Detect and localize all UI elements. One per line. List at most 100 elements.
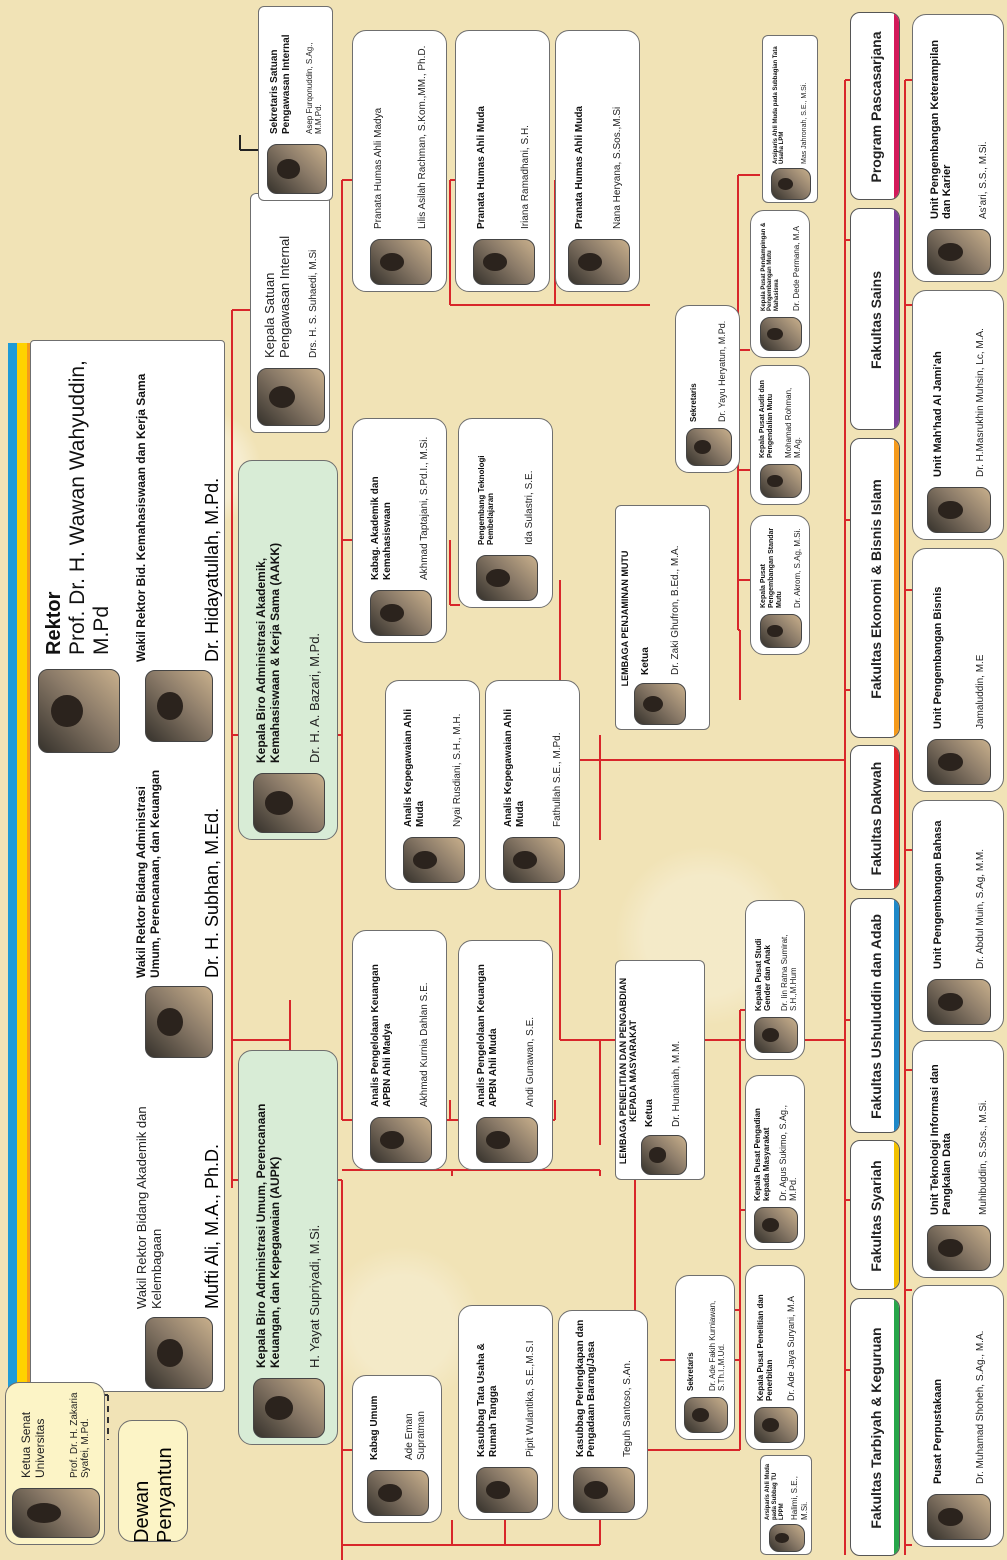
lpm-sek-card: Sekretaris Dr. Yayu Heryatun, M.Pd. [675,305,740,473]
faculty-febi: Fakultas Ekonomi & Bisnis Islam [850,438,900,738]
wakil-3-name: Dr. Hidayatullah, M.Pd. [202,477,223,662]
unit-card: Unit Pengembangan Keterampilan dan Karie… [912,14,1004,282]
faculty-sains-label: Fakultas Sains [868,270,884,370]
kabag-umum-name: Ade Eman Supratman [404,1411,427,1460]
wakil-1-name: Mufti Ali, M.A., Ph.D. [202,1143,223,1309]
ptp-title: Pengembang Teknologi Pembelajaran [477,455,496,545]
lpm-sek-title: Sekretaris [689,383,699,422]
unit-photo [927,979,991,1025]
humas-3-photo [567,239,630,285]
kabag-akademik-name: Akhmad Taptajani, S.Pd.I., M.Si. [419,436,431,580]
humas-2-photo [472,239,535,285]
humas-2-card: Pranata Humas Ahli Muda Iriana Ramadhani,… [455,30,550,292]
lppm-ketua-title: Ketua [644,1099,656,1127]
spi-name: Drs. H. S. Suhaedi, M.Si [307,249,319,358]
unit-card: Unit Pengembangan Bahasa Dr. Abdul Muin, … [912,800,1004,1032]
apbn-madya-card: Analis Pengelolaan Keuangan APBN Ahli Ma… [352,930,447,1170]
lpm-p1-name: Dr. Akrom, S.Ag, M.Si. [793,528,803,608]
rektor-title: Rektor [43,591,66,655]
spi-photo [257,368,325,426]
kabag-umum-photo [367,1470,429,1516]
spi-sek-box: Sekretaris Satuan Pengawasan Internal As… [258,6,333,201]
unit-photo [927,487,991,533]
lpm-ketua-name: Dr. Zaki Ghufron, B.Ed., M.A. [669,545,681,676]
lpm-ketua-photo [634,683,687,725]
analis-kep-1-photo [402,837,465,883]
lpm-ketua-title: Ketua [639,647,651,675]
faculty-ushuluddin: Fakultas Ushuluddin dan Adab [850,898,900,1133]
senat-name: Prof. Dr. H. Zakaria Syafei, M.Pd. [68,1392,92,1478]
unit-photo [927,1225,991,1271]
faculty-tarbiyah: Fakultas Tarbiyah & Keguruan [850,1298,900,1556]
humas-2-title: Pranata Humas Ahli Muda [476,106,487,229]
faculty-ushuluddin-label: Fakultas Ushuluddin dan Adab [868,914,884,1119]
lpm-p2-card: Kepala Pusat Audit dan Pengendalian Mutu… [750,365,810,505]
lppm-box: LEMBAGA PENELITIAN DAN PENGABDIAN KEPADA… [615,960,705,1180]
wakil-1-photo [145,1317,214,1389]
lppm-sek-photo [684,1397,728,1433]
dewan-box: Dewan Penyantun [118,1420,188,1542]
lppm-p3-title: Kepala Pusat Studi Gender dan Anak [753,938,772,1011]
kasubbag-pbj-title: Kasubbag Perlengkapan dan Pengadaan Bara… [574,1319,598,1457]
rektor-name: Prof. Dr. H. Wawan Wahyuddin, M.Pd [66,360,114,655]
analis-kep-1-name: Nyai Rusdiani, S.H., M.H. [452,713,464,827]
lppm-p2-title: Kepala Pusat Pengadian kepada Masyarakat [753,1108,772,1201]
spi-sek-photo [266,144,327,194]
unit-photo [927,739,991,785]
aupk-photo [253,1378,325,1438]
aakk-name: Dr. H. A. Bazari, M.Pd. [306,632,322,763]
ptp-name: Ida Sulastri, S.E. [524,470,536,545]
apbn-muda-photo [475,1117,538,1163]
unit-title: Unit Pengembangan Bisnis [931,586,944,729]
faculty-dakwah-label: Fakultas Dakwah [868,761,884,876]
lpm-p1-photo [760,614,802,648]
lpm-p3-name: Dr. Dede Permana, M.A [792,226,802,311]
lppm-tu-title: Arsiparis Ahli Muda pada Subbag TU LPPM [765,1463,786,1520]
humas-1-name: Lilis Asilah Rachman, S.Kom.,MM., Ph.D. [416,45,428,229]
unit-title: Unit Pengembangan Bahasa [931,820,944,969]
lpm-sek-name: Dr. Yayu Heryatun, M.Pd. [717,320,728,422]
humas-2-name: Iriana Ramadhani, S.H. [519,125,531,229]
apbn-madya-title: Analis Pengelolaan Keuangan APBN Ahli Ma… [370,964,393,1107]
unit-name: Dr. Abdul Muin, S.Ag, M.M. [974,848,986,969]
lppm-p1-photo [754,1407,798,1443]
wakil-1-title: Wakil Rektor Bidang Akademik dan Kelemba… [134,1106,165,1309]
lpm-tu-card: Arsiparis Ahli Muda pada Subbagian Tata … [762,35,818,203]
lpm-p3-title: Kepala Pusat Pendampingan & Pengembangan… [760,222,781,311]
faculty-sains: Fakultas Sains [850,208,900,430]
apbn-muda-title: Analis Pengelolaan Keuangan APBN Ahli Mu… [476,964,499,1107]
lpm-p2-photo [760,464,802,498]
lppm-p3-name: Dr. Iin Ratna Sumirat, S.H.,M.Hum [779,934,798,1011]
wakil-3-title: Wakil Rektor Bid. Kemahasiswaan dan Kerj… [134,373,149,662]
unit-name: As'ari, S.S., M.Si. [977,141,989,219]
lppm-p3-card: Kepala Pusat Studi Gender dan Anak Dr. Ii… [745,900,805,1060]
lppm-p2-name: Dr. Agus Sukimo, S.Ag., M.Pd. [778,1104,799,1201]
analis-kep-1-title: Analis Kepegawaian Ahli Muda [403,709,426,827]
kasubbag-tu-name: Pipit Wulantika, S.E.,M.S.I [525,1340,537,1457]
unit-photo [927,1494,991,1540]
kabag-umum-card: Kabag Umum Ade Eman Supratman [352,1375,442,1523]
lppm-ketua-name: Dr. Hunainah, M.M. [671,1040,683,1127]
kabag-akademik-photo [369,590,432,636]
wakil-3-photo [145,670,214,742]
faculty-syariah-label: Fakultas Syariah [868,1160,884,1272]
unit-photo [927,229,991,275]
senat-box: Ketua Senat Universitas Prof. Dr. H. Zak… [5,1382,105,1545]
faculty-pascasarjana: Program Pascasarjana [850,12,900,200]
unit-title: Unit Pengembangan Keterampilan dan Karie… [928,39,954,219]
kabag-umum-title: Kabag Umum [368,1395,380,1460]
lppm-sek-name: Dr. Ade Fakih Kurniawan, S.Th.I.,M.Ud. [707,1300,726,1391]
aakk-box: Kepala Biro Administrasi Akademik, Kemah… [238,460,338,840]
apbn-madya-photo [369,1117,432,1163]
lpm-tu-photo [771,168,811,200]
faculty-syariah: Fakultas Syariah [850,1140,900,1290]
lpm-p1-title: Kepala Pusat Pengembangan Standar Mutu [759,527,783,608]
spi-title: Kepala Satuan Pengawasan Internal [261,235,292,358]
wakil-2-name: Dr. H. Subhan, M.Ed. [202,807,223,978]
unit-name: Dr. H.Masrukhin Muhsin, Lc, M.A. [974,328,986,477]
